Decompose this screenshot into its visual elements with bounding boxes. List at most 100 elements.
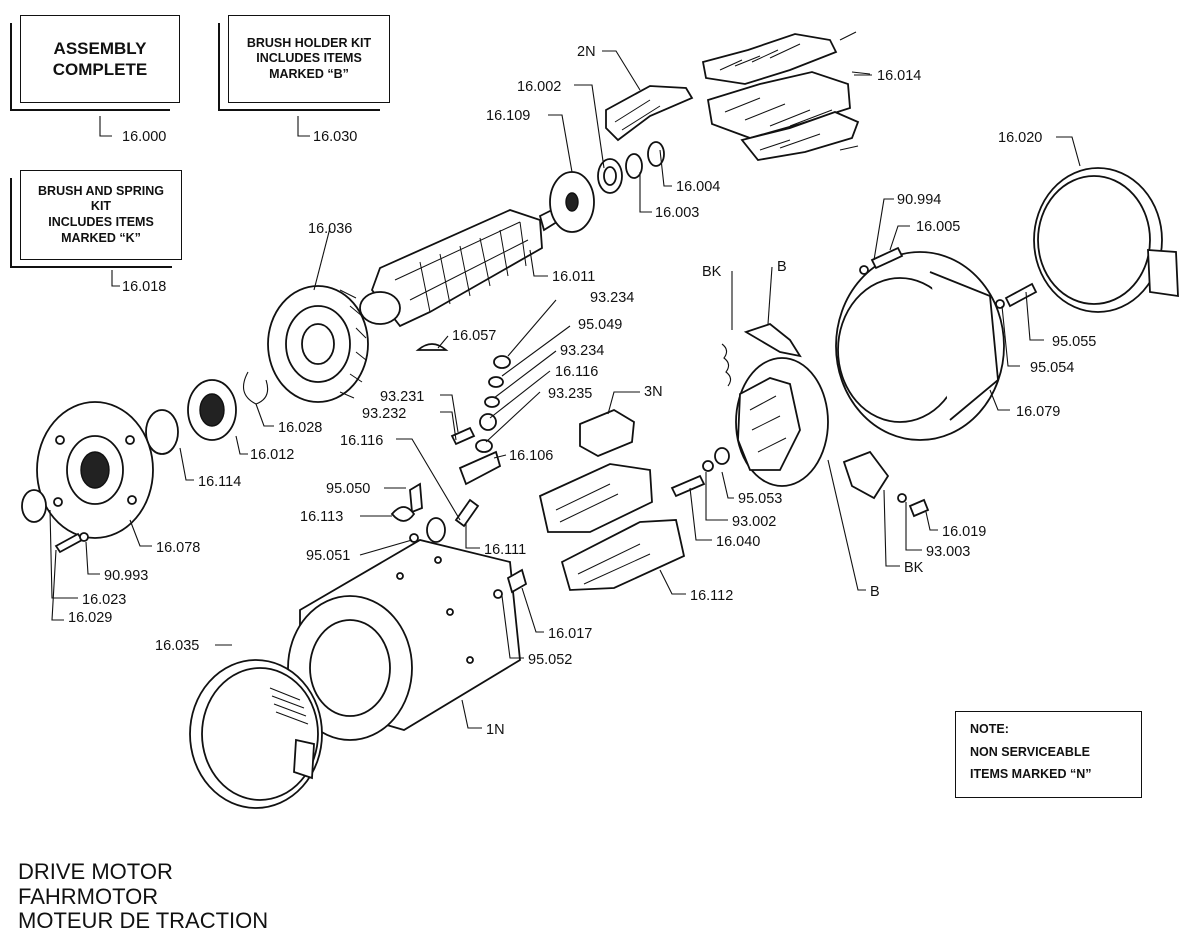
label-16-005: 16.005: [916, 219, 960, 235]
bearing-plate-16-109: [549, 171, 595, 233]
screw-16-019: [908, 498, 930, 518]
label-16-012: 16.012: [250, 447, 294, 463]
band-16-020: [1033, 167, 1179, 313]
label-16-029: 16.029: [68, 610, 112, 626]
seal-16-023: [21, 489, 47, 523]
terminal-hardware: [450, 355, 511, 528]
circlip-16-004: [647, 141, 665, 167]
label-16-106: 16.106: [509, 448, 553, 464]
label-16-040: 16.040: [716, 534, 760, 550]
brush-b: [743, 322, 802, 358]
label-16-014: 16.014: [877, 68, 921, 84]
screw-95-055: [1004, 282, 1038, 308]
label-16-079: 16.079: [1016, 404, 1060, 420]
label-16-036: 16.036: [308, 221, 352, 237]
washer-90-994: [859, 265, 869, 275]
wave-washer-16-114: [145, 409, 179, 455]
label-16-116-a: 16.116: [555, 364, 598, 380]
note-line-2: NON SERVICEABLE: [970, 744, 1090, 759]
label-16-028: 16.028: [278, 420, 322, 436]
label-16-017: 16.017: [548, 626, 592, 642]
label-16-030: 16.030: [313, 129, 357, 145]
band-16-035: [189, 659, 323, 809]
label-b-bottom: B: [870, 584, 880, 600]
label-16-002: 16.002: [517, 79, 561, 95]
label-bk-bottom: BK: [904, 560, 924, 576]
label-16-023: 16.023: [82, 592, 126, 608]
field-coils-16-014: [701, 31, 871, 161]
end-shield-16-078: [36, 401, 154, 539]
label-95-051: 95.051: [306, 548, 350, 564]
stator-housing-1n: [287, 539, 521, 741]
title-block: DRIVE MOTOR FAHRMOTOR MOTEUR DE TRACTION: [18, 859, 269, 934]
label-93-002: 93.002: [732, 514, 776, 530]
brush-spring-line-3: INCLUDES ITEMS: [48, 215, 154, 229]
label-16-116-b: 16.116: [340, 433, 383, 449]
label-95-054: 95.054: [1030, 360, 1074, 376]
brush-holder-line-1: BRUSH HOLDER KIT: [246, 35, 372, 50]
label-16-035: 16.035: [155, 638, 199, 654]
label-16-018: 16.018: [122, 279, 166, 295]
screw-16-005: [870, 246, 904, 270]
label-93-234-a: 93.234: [590, 290, 634, 306]
label-2n: 2N: [577, 44, 596, 60]
part-labels: 16.000 16.030 16.018 2N 16.014 16.002 16…: [68, 44, 1096, 738]
label-90-993: 90.993: [104, 568, 148, 584]
label-16-000: 16.000: [122, 129, 166, 145]
label-16-078: 16.078: [156, 540, 200, 556]
note-line-3: ITEMS MARKED “N”: [970, 767, 1092, 781]
key-16-057: [415, 343, 449, 351]
bolt-16-040: [670, 474, 706, 498]
washer-93-002: [702, 460, 714, 472]
label-16-011: 16.011: [552, 269, 595, 285]
label-95-052: 95.052: [528, 652, 572, 668]
fan-16-036: [267, 285, 369, 403]
label-16-111: 16.111: [484, 542, 526, 558]
brush-spring-line-2: KIT: [90, 199, 112, 214]
brush-holder-b: [735, 357, 829, 487]
label-90-994: 90.994: [897, 192, 941, 208]
label-16-112: 16.112: [690, 588, 733, 604]
brush-holder-line-2: INCLUDES ITEMS: [256, 51, 362, 66]
title-french: MOTEUR DE TRACTION: [18, 908, 269, 934]
washer-16-003: [625, 153, 643, 179]
brush-holder-kit-box: BRUSH HOLDER KIT INCLUDES ITEMS MARKED “…: [228, 15, 390, 103]
washer-95-053: [714, 447, 730, 465]
brush-bk: [842, 450, 890, 500]
label-93-234-b: 93.234: [560, 343, 604, 359]
assembly-line-1: ASSEMBLY: [53, 38, 147, 58]
label-3n: 3N: [644, 384, 663, 400]
label-16-020: 16.020: [998, 130, 1042, 146]
label-95-055: 95.055: [1052, 334, 1096, 350]
pole-shoe-2n: [605, 85, 694, 142]
commutator-end-housing-16-079: [835, 251, 1005, 441]
field-coils-16-112: [538, 463, 686, 591]
label-16-109: 16.109: [486, 108, 530, 124]
armature-16-011: [359, 206, 562, 328]
assembly-complete-box: ASSEMBLY COMPLETE: [20, 15, 180, 103]
spring-bk: [721, 343, 732, 387]
label-93-232: 93.232: [362, 406, 406, 422]
label-1n: 1N: [486, 722, 505, 738]
brush-spring-line-4: MARKED “K”: [61, 230, 141, 245]
title-german: FAHRMOTOR: [18, 883, 159, 909]
terminal-block-3n: [579, 408, 635, 457]
label-95-050: 95.050: [326, 481, 370, 497]
label-16-019: 16.019: [942, 524, 986, 540]
washer-95-054: [995, 299, 1005, 309]
label-95-053: 95.053: [738, 491, 782, 507]
bearing-16-012: [187, 379, 237, 441]
label-16-003: 16.003: [655, 205, 699, 221]
label-16-114: 16.114: [198, 474, 241, 490]
mounting-hardware: [390, 482, 528, 599]
title-english: DRIVE MOTOR: [18, 859, 173, 884]
leader-lines: [49, 50, 1081, 729]
label-bk-top: BK: [702, 264, 722, 280]
assembly-line-2: COMPLETE: [52, 60, 148, 79]
note-box: NOTE: NON SERVICEABLE ITEMS MARKED “N”: [955, 711, 1142, 798]
brush-spring-kit-box: BRUSH AND SPRING KIT INCLUDES ITEMS MARK…: [20, 170, 182, 260]
brush-spring-line-1: BRUSH AND SPRING: [38, 183, 164, 198]
bearing-16-002: [597, 158, 623, 194]
label-95-049: 95.049: [578, 317, 622, 333]
